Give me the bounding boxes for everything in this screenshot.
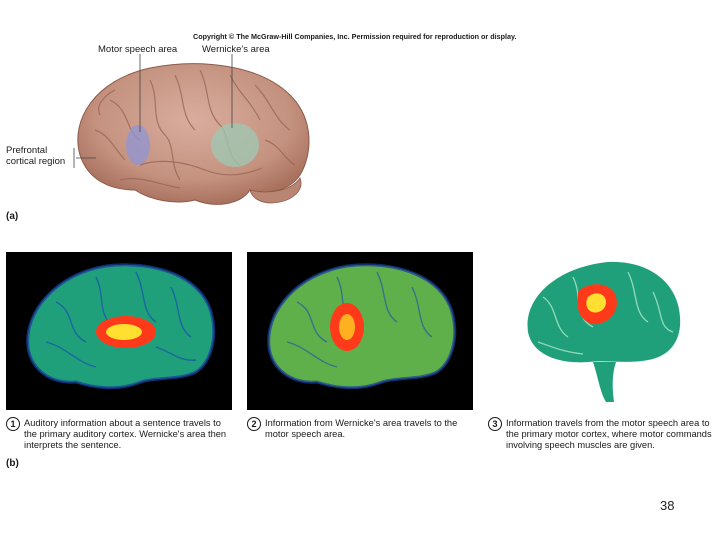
cerebellum-shape <box>249 177 302 204</box>
step-3-number: 3 <box>488 417 502 431</box>
step-3-text: Information travels from the motor speec… <box>506 418 712 450</box>
wernickes-area-label: Wernicke's area <box>202 44 270 55</box>
scan-panel-1 <box>6 252 232 410</box>
brain-illustration <box>73 54 310 205</box>
motor-speech-area-highlight <box>126 125 150 165</box>
pet-scan-1 <box>26 263 216 390</box>
step-2-number: 2 <box>247 417 261 431</box>
wernickes-area-highlight <box>211 123 259 167</box>
step-1-text: Auditory information about a sentence tr… <box>24 418 227 450</box>
step-1-number: 1 <box>6 417 20 431</box>
copyright-notice: Copyright © The McGraw-Hill Companies, I… <box>193 32 517 41</box>
step-1-caption: 1 Auditory information about a sentence … <box>6 417 234 451</box>
scan-panel-2 <box>247 252 473 410</box>
step-3-caption: 3 Information travels from the motor spe… <box>488 417 716 451</box>
step-2-text: Information from Wernicke's area travels… <box>265 418 458 439</box>
cerebrum-shape <box>77 63 310 205</box>
prefrontal-cortical-region-label: Prefrontal cortical region <box>6 145 66 167</box>
part-a-label: (a) <box>6 211 19 222</box>
step-2-caption: 2 Information from Wernicke's area trave… <box>247 417 475 440</box>
part-b-label: (b) <box>6 458 19 469</box>
page-number: 38 <box>660 498 675 513</box>
pet-scan-2 <box>267 263 457 390</box>
motor-speech-area-label: Motor speech area <box>98 44 178 55</box>
pet-scan-3 <box>488 252 714 410</box>
scan-panel-3 <box>488 252 714 410</box>
